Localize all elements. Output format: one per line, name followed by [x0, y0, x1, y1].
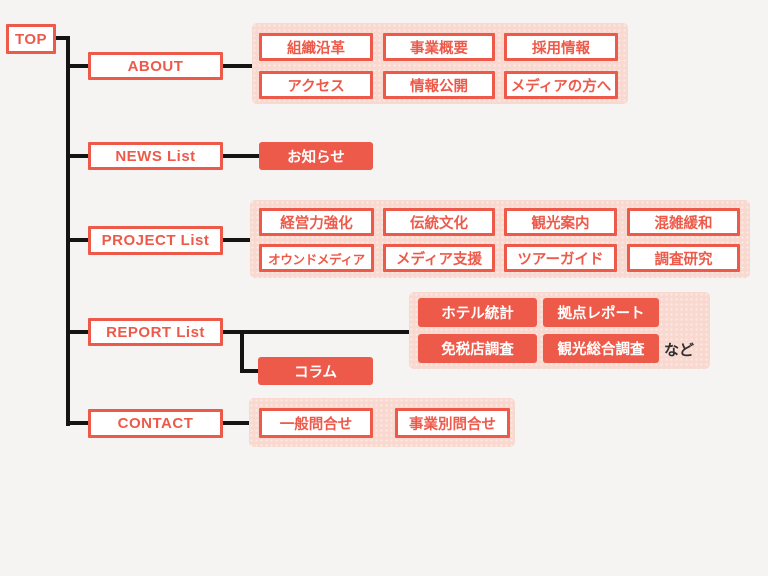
connector-trunk-to-about	[66, 64, 88, 68]
node-report-child-kanko-sogo-chosa[interactable]: 観光総合調査	[543, 334, 659, 363]
node-project-child-media-shien[interactable]: メディア支援	[383, 244, 495, 272]
node-about-child-saiyo-joho[interactable]: 採用情報	[504, 33, 618, 61]
node-project-child-dento-bunka[interactable]: 伝統文化	[383, 208, 495, 236]
connector-about-to-panel	[223, 64, 252, 68]
node-report-child-column[interactable]: コラム	[258, 357, 373, 385]
node-contact-child-jigyobetsu-toiawase[interactable]: 事業別問合せ	[395, 408, 510, 438]
connector-report-to-column-horizontal	[240, 369, 259, 373]
connector-trunk-to-report	[66, 330, 88, 334]
node-about[interactable]: ABOUT	[88, 52, 223, 80]
note-etc: など	[664, 342, 695, 359]
node-report-child-menzeiten-chosa[interactable]: 免税店調査	[418, 334, 537, 363]
node-project-child-tour-guide[interactable]: ツアーガイド	[504, 244, 617, 272]
connector-trunk-vertical	[66, 36, 70, 426]
node-project-child-kanko-annai[interactable]: 観光案内	[504, 208, 617, 236]
node-about-child-media-no-kata-e[interactable]: メディアの方へ	[504, 71, 618, 99]
connector-trunk-to-project	[66, 238, 88, 242]
connector-contact-to-panel	[223, 421, 249, 425]
node-report-list[interactable]: REPORT List	[88, 318, 223, 346]
node-report-child-hotel-tokei[interactable]: ホテル統計	[418, 298, 537, 327]
connector-trunk-to-contact	[66, 421, 88, 425]
node-report-child-kyoten-report[interactable]: 拠点レポート	[543, 298, 659, 327]
connector-report-to-panel	[223, 330, 409, 334]
node-project-child-keieiryoku-kyoka[interactable]: 経営力強化	[259, 208, 374, 236]
node-news-list[interactable]: NEWS List	[88, 142, 223, 170]
connector-top-to-trunk	[56, 36, 70, 40]
connector-trunk-to-news	[66, 154, 88, 158]
connector-project-to-panel	[223, 238, 250, 242]
node-project-list[interactable]: PROJECT List	[88, 226, 223, 255]
node-about-child-jigyo-gaiyo[interactable]: 事業概要	[383, 33, 495, 61]
node-top[interactable]: TOP	[6, 24, 56, 54]
connector-news-to-child	[223, 154, 259, 158]
node-contact-child-ippan-toiawase[interactable]: 一般問合せ	[259, 408, 373, 438]
node-project-child-konzatsu-kanwa[interactable]: 混雑緩和	[627, 208, 740, 236]
node-about-child-soshiki-enkaku[interactable]: 組織沿革	[259, 33, 373, 61]
node-about-child-joho-kokai[interactable]: 情報公開	[383, 71, 495, 99]
node-project-child-owned-media[interactable]: オウンドメディア	[259, 244, 374, 272]
connector-report-to-column-vertical	[240, 330, 244, 373]
node-project-child-chosa-kenkyu[interactable]: 調査研究	[627, 244, 740, 272]
node-news-child-oshirase[interactable]: お知らせ	[259, 142, 373, 170]
node-contact[interactable]: CONTACT	[88, 409, 223, 438]
node-about-child-access[interactable]: アクセス	[259, 71, 373, 99]
